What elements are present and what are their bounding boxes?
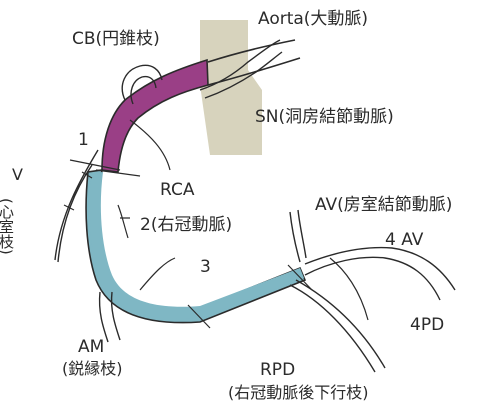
label-seg1: 1: [78, 130, 89, 150]
label-seg2: 2(右冠動脈): [140, 215, 232, 235]
label-cb: CB(円錐枝): [72, 29, 160, 49]
label-v: V: [12, 165, 23, 184]
seg2-twig: [118, 205, 130, 238]
pd4-branch: [305, 248, 455, 300]
rca-proximal-segment: [102, 60, 208, 172]
label-rpd-desc: (右冠動脈後下行枝): [228, 383, 369, 402]
label-av: AV(房室結節動脈): [315, 195, 452, 215]
rca-side-branch: [130, 120, 170, 170]
av-branch: [290, 210, 306, 262]
label-v-desc: (心室枝): [0, 198, 15, 255]
label-am: AM: [78, 337, 104, 357]
label-rpd: RPD: [260, 360, 295, 380]
label-rca: RCA: [160, 180, 195, 200]
label-am-desc: (鋭縁枝): [62, 359, 123, 378]
seg3-twig: [140, 258, 175, 290]
label-aorta: Aorta(大動脈): [258, 9, 368, 29]
label-av4: 4 AV: [385, 230, 424, 250]
rca-distal-fill: [90, 172, 304, 319]
label-seg3: 3: [200, 257, 211, 277]
label-pd4: 4PD: [410, 315, 444, 335]
pd4-branch-2: [330, 258, 368, 320]
label-sn: SN(洞房結節動脈): [255, 107, 394, 127]
rpd-branch: [290, 280, 385, 372]
